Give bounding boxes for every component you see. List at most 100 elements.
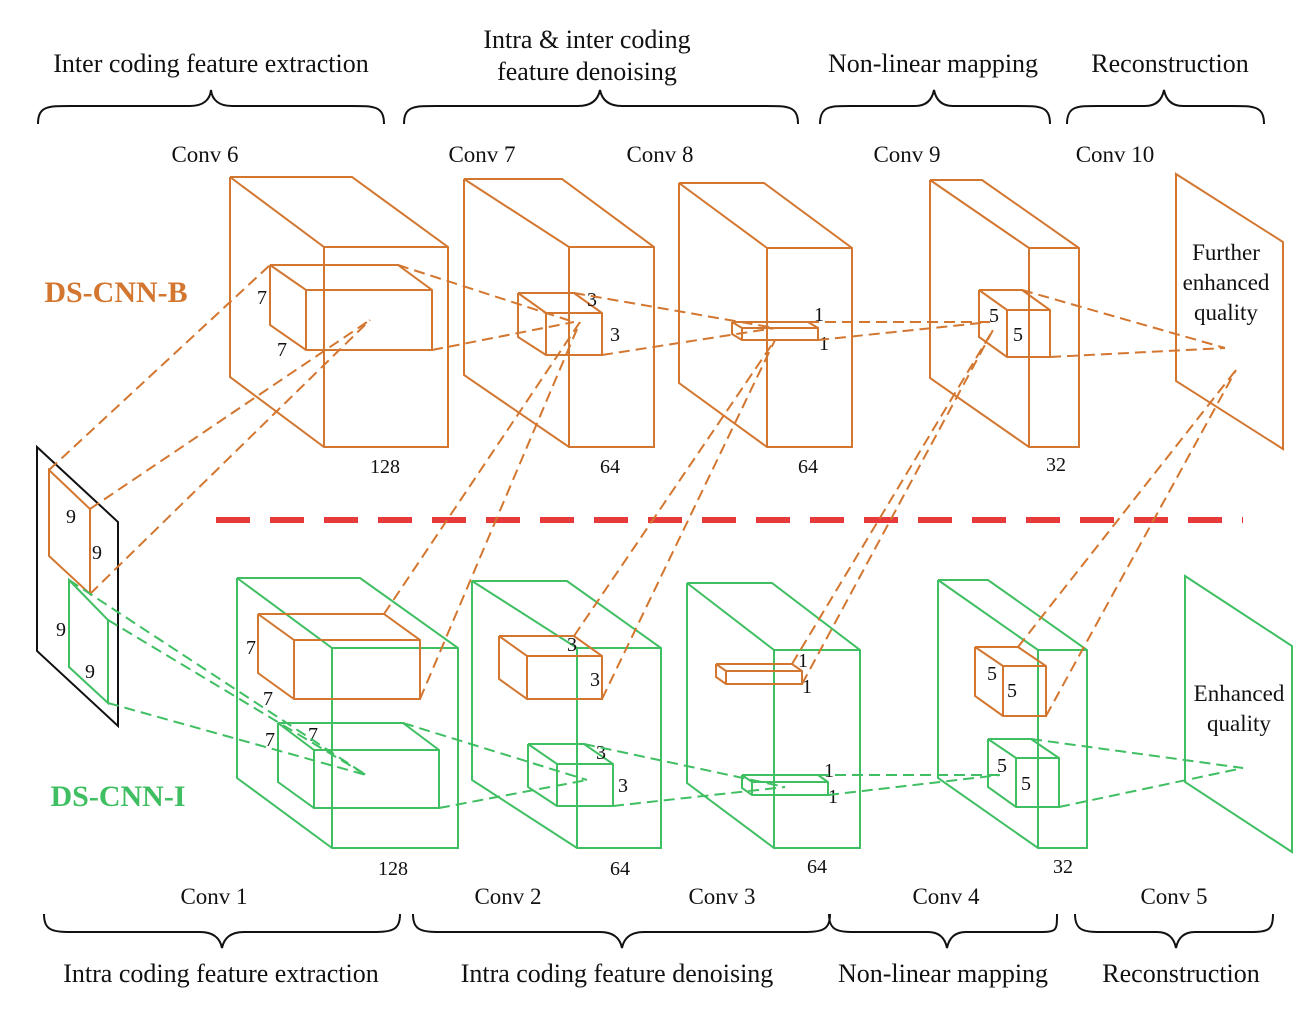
top-stage-3-label: Non-linear mapping bbox=[828, 49, 1038, 78]
conv2-kernel-orange bbox=[498, 635, 603, 700]
conv3-kernel-orange bbox=[715, 663, 803, 685]
bottom-brace-4 bbox=[1074, 913, 1274, 949]
conv1-orange-w: 7 bbox=[263, 688, 273, 710]
top-conv-labels: Conv 6 Conv 7 Conv 8 Conv 9 Conv 10 bbox=[171, 142, 1154, 167]
bottom-conv-labels: Conv 1 Conv 2 Conv 3 Conv 4 Conv 5 bbox=[180, 884, 1207, 909]
conv1-label: Conv 1 bbox=[180, 884, 247, 909]
conv4-label: Conv 4 bbox=[912, 884, 980, 909]
top-brace-1 bbox=[37, 89, 385, 125]
conv8-kernel bbox=[731, 321, 819, 341]
conv1-block bbox=[236, 577, 459, 849]
top-brace-3 bbox=[819, 89, 1051, 125]
input-orange-w: 9 bbox=[92, 542, 102, 564]
input-kernel-green bbox=[68, 577, 109, 706]
conv6-channels: 128 bbox=[370, 456, 400, 478]
conv5-label: Conv 5 bbox=[1140, 884, 1207, 909]
bottom-orange-kernels bbox=[257, 613, 1047, 717]
conv8-kernel-w: 1 bbox=[819, 333, 829, 355]
top-output-line1: Further bbox=[1192, 240, 1260, 265]
conv6-kernel-h: 7 bbox=[257, 287, 267, 309]
conv2-label: Conv 2 bbox=[474, 884, 541, 909]
top-stage-2-label: Intra & inter coding bbox=[483, 25, 690, 54]
conv9-label: Conv 9 bbox=[873, 142, 940, 167]
conv2-orange-w: 3 bbox=[590, 669, 600, 691]
bottom-stage-4-label: Reconstruction bbox=[1102, 959, 1259, 988]
conv1-green-h: 7 bbox=[265, 729, 275, 751]
conv2-green-h: 3 bbox=[596, 742, 606, 764]
bottom-output-line2: quality bbox=[1207, 711, 1271, 736]
conv4-block bbox=[937, 579, 1088, 849]
conv8-kernel-h: 1 bbox=[814, 304, 824, 326]
bottom-brace-3 bbox=[828, 913, 1058, 949]
input-orange-h: 9 bbox=[66, 506, 76, 528]
top-stage-headers: Inter coding feature extraction Intra & … bbox=[37, 25, 1265, 125]
top-brace-2 bbox=[403, 89, 799, 125]
conv10-label: Conv 10 bbox=[1076, 142, 1155, 167]
top-stage-4-label: Reconstruction bbox=[1091, 49, 1248, 78]
conv10-output-plate bbox=[1175, 172, 1284, 451]
conv9-channels: 32 bbox=[1046, 454, 1066, 476]
top-brace-4 bbox=[1066, 89, 1265, 125]
bottom-output-text: Enhanced quality bbox=[1194, 681, 1285, 736]
conv4-channels: 32 bbox=[1053, 856, 1073, 878]
conv7-kernel-h: 3 bbox=[587, 289, 597, 311]
conv5-output-plate bbox=[1184, 574, 1293, 854]
top-output-line2: enhanced bbox=[1183, 270, 1270, 295]
conv1-kernel-orange bbox=[257, 613, 421, 700]
conv3-kernel-green bbox=[741, 774, 829, 796]
conv3-channels: 64 bbox=[807, 856, 827, 878]
orange-connections bbox=[48, 264, 1237, 717]
bottom-output-line1: Enhanced bbox=[1194, 681, 1285, 706]
conv4-orange-w: 5 bbox=[1007, 680, 1017, 702]
input-green-w: 9 bbox=[85, 661, 95, 683]
conv9-kernel-w: 5 bbox=[1013, 324, 1023, 346]
top-kernel-labels: 7 7 3 3 1 1 5 5 bbox=[257, 287, 1023, 361]
bottom-kernel-labels: 7 7 7 7 3 3 3 3 1 1 1 1 5 5 5 5 bbox=[246, 634, 1031, 808]
top-output-text: Further enhanced quality bbox=[1183, 240, 1270, 325]
conv8-channels: 64 bbox=[798, 456, 818, 478]
conv3-green-w: 1 bbox=[828, 786, 838, 808]
conv9-kernel-h: 5 bbox=[989, 305, 999, 327]
bottom-stage-1-label: Intra coding feature extraction bbox=[63, 959, 378, 988]
top-layers bbox=[229, 172, 1284, 451]
input-green-h: 9 bbox=[56, 619, 66, 641]
bottom-stage-2-label: Intra coding feature denoising bbox=[461, 959, 774, 988]
conv4-green-h: 5 bbox=[997, 755, 1007, 777]
conv7-kernel-w: 3 bbox=[610, 324, 620, 346]
conv1-green-w: 7 bbox=[308, 724, 318, 746]
bottom-layers bbox=[236, 574, 1293, 854]
conv1-channels: 128 bbox=[378, 858, 408, 880]
top-stage-2-label-line2: feature denoising bbox=[497, 57, 677, 86]
conv6-kernel-w: 7 bbox=[277, 339, 287, 361]
conv8-label: Conv 8 bbox=[626, 142, 693, 167]
green-connections bbox=[68, 579, 1244, 809]
bottom-brace-2 bbox=[412, 913, 831, 949]
conv1-orange-h: 7 bbox=[246, 637, 256, 659]
conv7-label: Conv 7 bbox=[448, 142, 515, 167]
conv2-block bbox=[471, 580, 662, 849]
conv3-green-h: 1 bbox=[824, 760, 834, 782]
ds-cnn-b-label: DS-CNN-B bbox=[44, 276, 187, 309]
conv4-orange-h: 5 bbox=[987, 663, 997, 685]
bottom-brace-1 bbox=[43, 913, 401, 949]
top-stage-1-label: Inter coding feature extraction bbox=[53, 49, 368, 78]
conv8-block bbox=[678, 182, 853, 448]
conv2-orange-h: 3 bbox=[567, 634, 577, 656]
conv6-block bbox=[229, 176, 449, 448]
conv6-label: Conv 6 bbox=[171, 142, 238, 167]
input-kernel-orange bbox=[48, 467, 91, 597]
bottom-stage-3-label: Non-linear mapping bbox=[838, 959, 1048, 988]
conv3-orange-h: 1 bbox=[798, 650, 808, 672]
top-channel-counts: 128 64 64 32 bbox=[370, 454, 1066, 478]
bottom-stage-footers: Intra coding feature extraction Intra co… bbox=[43, 913, 1274, 988]
conv3-orange-w: 1 bbox=[802, 676, 812, 698]
conv7-channels: 64 bbox=[600, 456, 620, 478]
conv4-green-w: 5 bbox=[1021, 773, 1031, 795]
conv2-channels: 64 bbox=[610, 858, 630, 880]
ds-cnn-i-label: DS-CNN-I bbox=[51, 780, 186, 813]
conv9-block bbox=[929, 179, 1080, 448]
conv2-green-w: 3 bbox=[618, 775, 628, 797]
top-output-line3: quality bbox=[1194, 300, 1258, 325]
bottom-channel-counts: 128 64 64 32 bbox=[378, 856, 1073, 880]
